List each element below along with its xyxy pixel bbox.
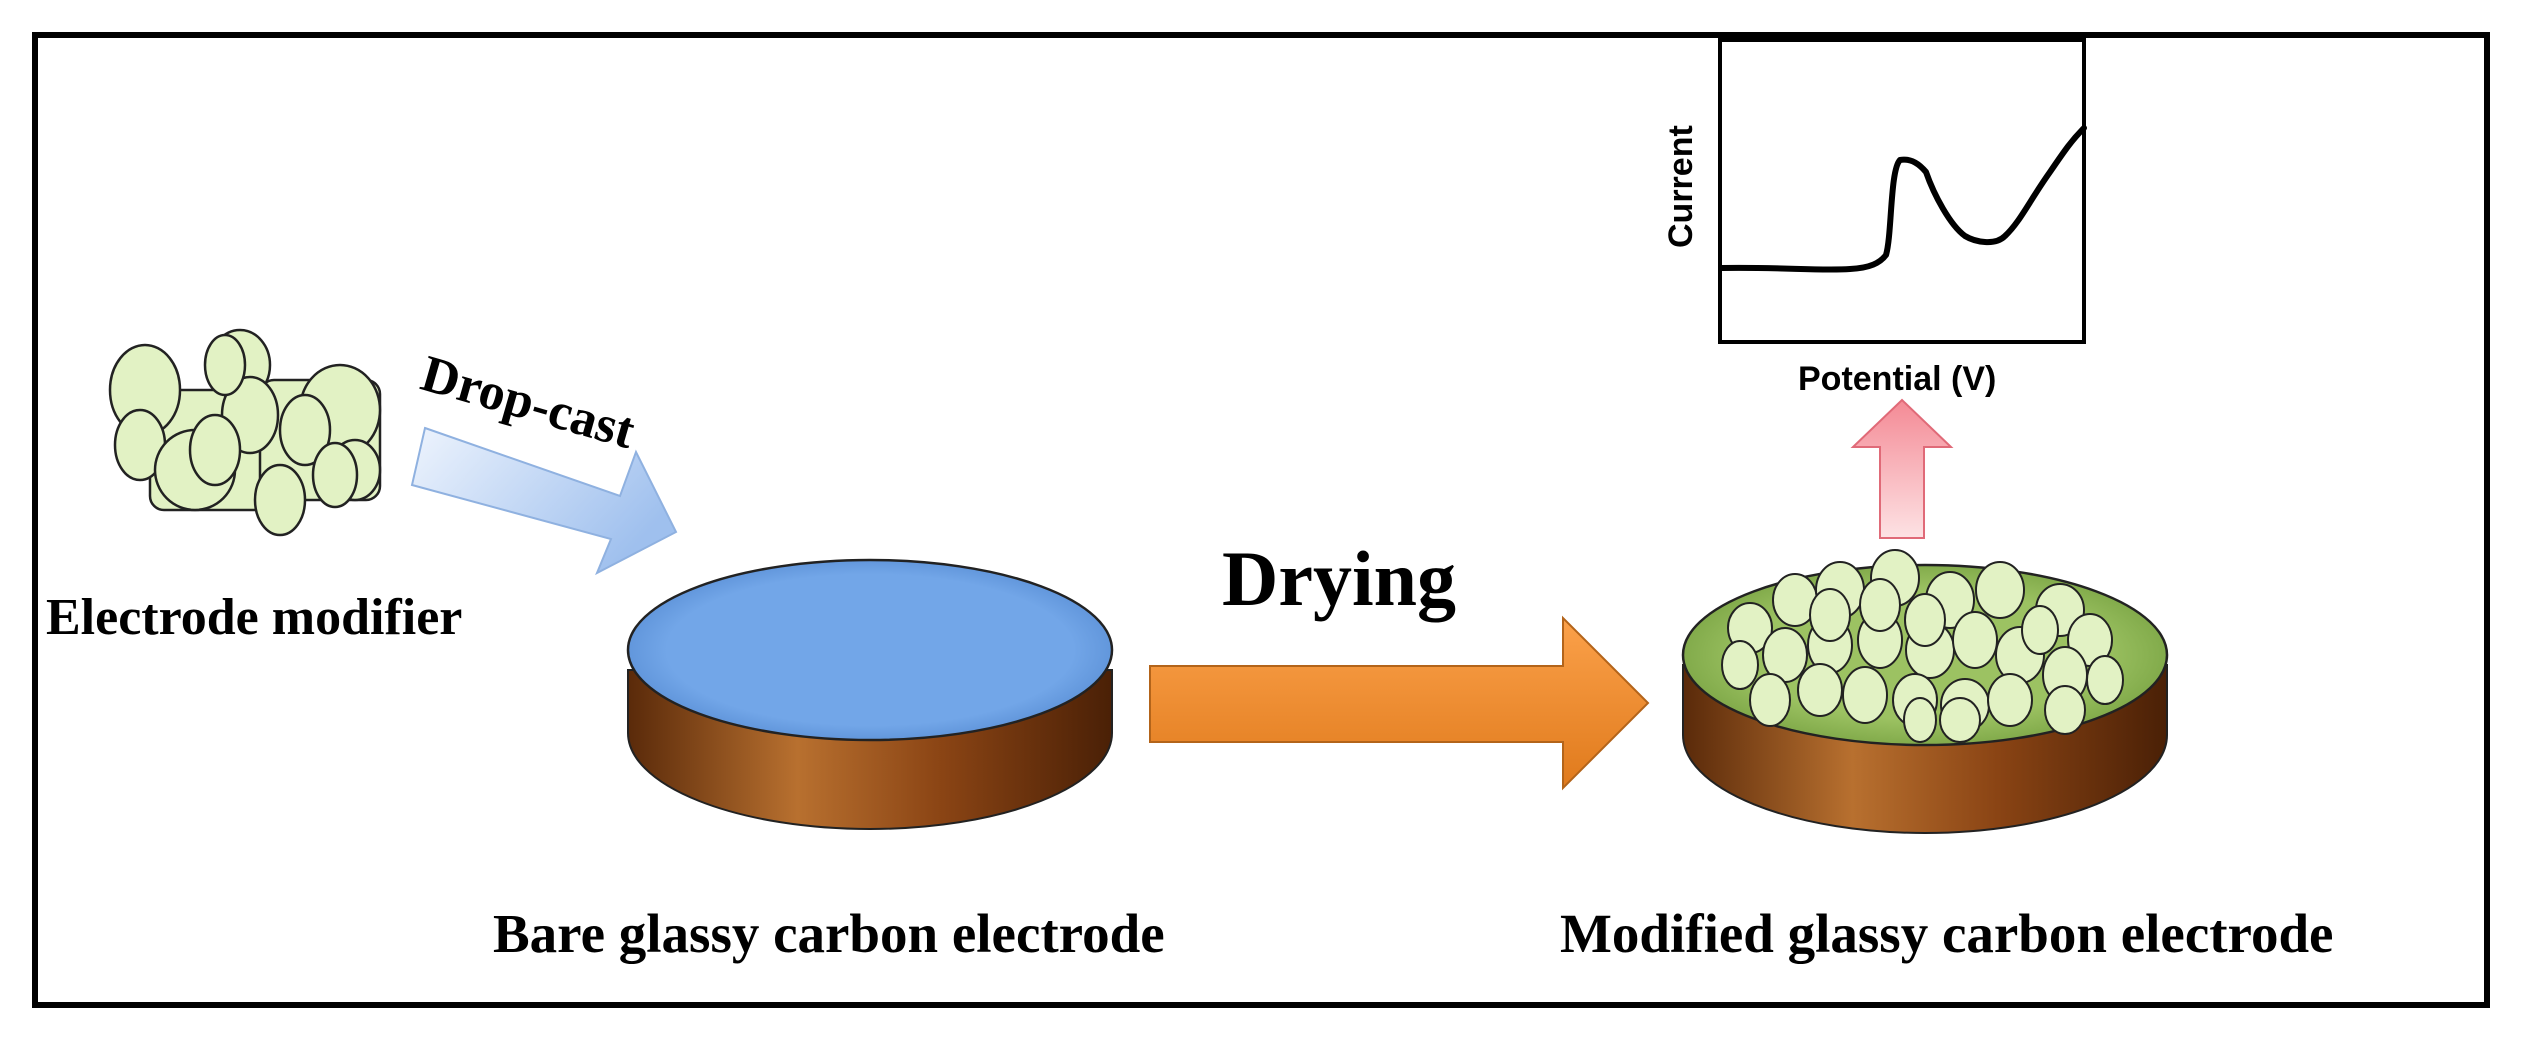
- drying-label: Drying: [1222, 535, 1456, 622]
- voltammogram-plot: [1718, 38, 2087, 344]
- electrode-modifier-label: Electrode modifier: [46, 589, 463, 646]
- plot-xlabel: Potential (V): [1798, 360, 1997, 398]
- modifier-particles: [108, 328, 382, 537]
- signal-arrow: [1850, 398, 1954, 539]
- bare-electrode: [626, 558, 1114, 830]
- plot-ylabel: Current: [1662, 125, 1700, 248]
- modified-film-particles: [1721, 549, 2124, 743]
- bare-electrode-label: Bare glassy carbon electrode: [493, 903, 1165, 964]
- figure-frame: [32, 32, 2490, 1008]
- modified-electrode-label: Modified glassy carbon electrode: [1560, 903, 2334, 964]
- drop-cast-arrow: [410, 426, 678, 576]
- drying-arrow: [1149, 615, 1650, 791]
- voltammogram-curve: [1719, 125, 2087, 273]
